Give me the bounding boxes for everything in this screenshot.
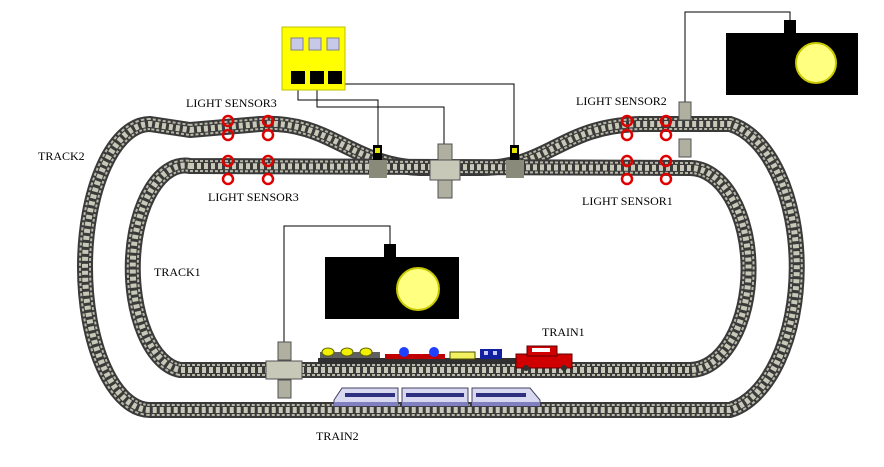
sensor1-a xyxy=(620,154,634,168)
light-sensor2-label: LIGHT SENSOR2 xyxy=(576,94,667,108)
switch-bottom-left xyxy=(265,341,303,399)
sensor3-top-a xyxy=(221,114,235,128)
lamp-box-center xyxy=(325,244,459,319)
sensor2-b xyxy=(620,128,634,142)
train2-label: TRAIN2 xyxy=(316,429,359,443)
sensor2-c xyxy=(659,114,673,128)
track1-inner-loop xyxy=(124,157,757,378)
track1-label: TRACK1 xyxy=(154,265,201,279)
sensor-layer xyxy=(221,114,673,186)
sensor3-bottom-c xyxy=(261,154,275,168)
light-sensor3-top-label: LIGHT SENSOR3 xyxy=(186,96,277,110)
sensor3-top-d xyxy=(261,128,275,142)
train1-label: TRAIN1 xyxy=(542,325,585,339)
switch-center xyxy=(429,143,461,199)
track-layer xyxy=(77,115,805,418)
train2-car-2 xyxy=(401,387,469,407)
control-box xyxy=(281,26,346,91)
train2 xyxy=(333,387,541,407)
sensor3-bottom-d xyxy=(261,172,275,186)
signal-left xyxy=(369,145,387,178)
track2-label: TRACK2 xyxy=(38,149,85,163)
sensor1-d xyxy=(659,172,673,186)
sensor1-b xyxy=(620,172,634,186)
sensor2-d xyxy=(659,128,673,142)
sensor3-bottom-b xyxy=(221,172,235,186)
train1-locomotive xyxy=(515,345,573,371)
sensor3-top-b xyxy=(221,128,235,142)
sensor1-c xyxy=(659,154,673,168)
train1 xyxy=(318,345,573,371)
train2-car-3 xyxy=(471,387,541,407)
switch-top-right xyxy=(678,101,692,158)
sensor2-a xyxy=(620,114,634,128)
train2-car-1 xyxy=(333,387,399,407)
train1-wagons xyxy=(318,347,516,364)
lamp-box-top-right xyxy=(726,20,858,95)
light-sensor1-label: LIGHT SENSOR1 xyxy=(582,194,673,208)
sensor3-top-c xyxy=(261,114,275,128)
signal-right xyxy=(506,145,524,178)
sensor3-bottom-a xyxy=(221,154,235,168)
light-sensor3-bottom-label: LIGHT SENSOR3 xyxy=(208,190,299,204)
